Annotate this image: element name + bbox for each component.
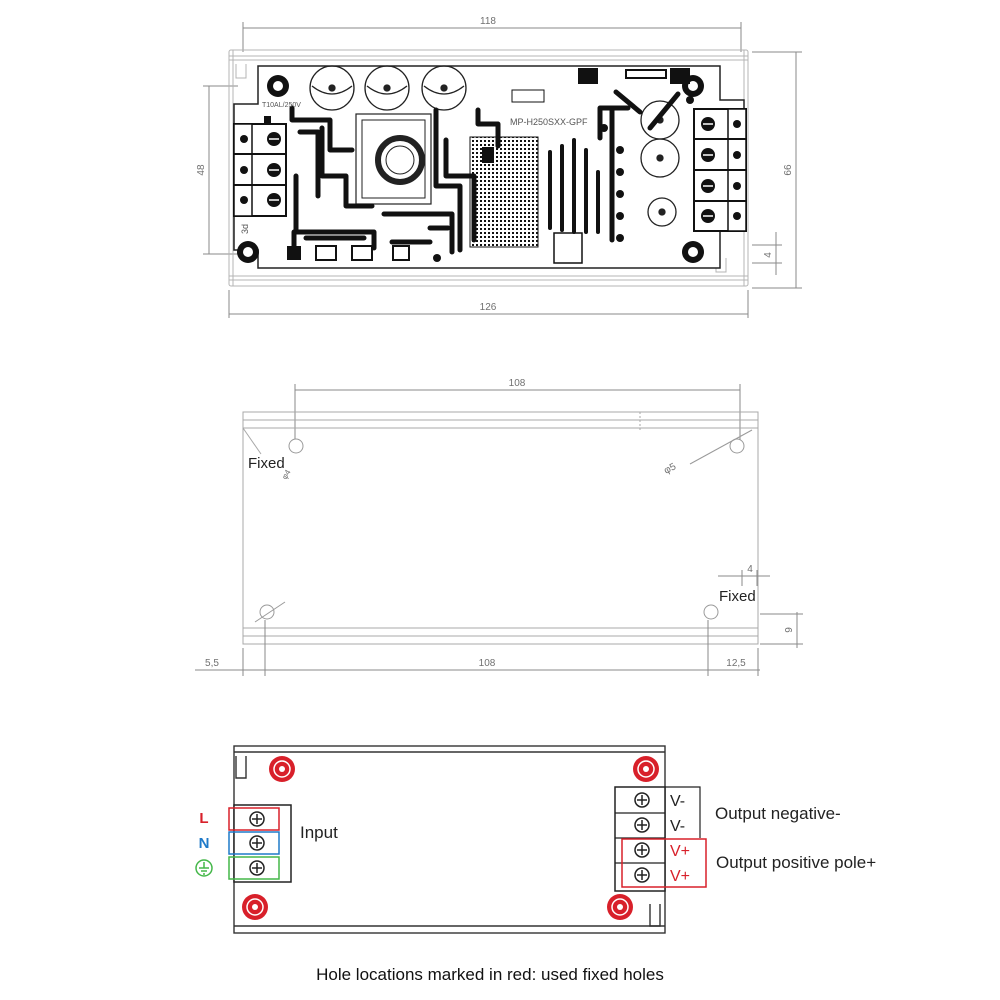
dimension-126-label: 126: [480, 302, 497, 313]
dimension-108-bottom-label: 108: [479, 658, 496, 669]
dimension-9-label: 9: [784, 627, 795, 633]
dimension-12-5-label: 12,5: [726, 658, 746, 669]
dimension-bottom-row: 5,5 108 12,5: [195, 620, 760, 676]
pcb-output-terminal-block: [693, 108, 747, 232]
output-negative-label: Output negative-: [715, 804, 841, 823]
dimension-right-offset: 4: [718, 564, 770, 586]
dimension-48-label: 48: [196, 164, 207, 176]
dimension-4-label: 4: [763, 252, 774, 258]
pcb-fuse-text: T10AL/250V: [262, 102, 301, 109]
hole-diameter-callout: φ5 φ4: [254, 429, 753, 623]
dimension-108-top-label: 108: [509, 378, 526, 389]
neutral-letter: N: [199, 835, 210, 852]
heatsink-fins: [548, 138, 600, 234]
terminal-v-minus-2: V-: [670, 818, 685, 835]
dimension-118-label: 118: [480, 16, 496, 27]
dimension-66-label: 66: [783, 164, 794, 176]
output-positive-label: Output positive pole+: [716, 853, 876, 872]
pcb-corner-text: 3d: [240, 224, 250, 234]
heatsink-mesh: [469, 136, 539, 248]
mounting-plate: [242, 411, 759, 645]
middle-view-mounting: 108 φ5 φ4 Fixed Fixed: [195, 378, 803, 676]
fixed-label-right: Fixed: [719, 588, 756, 605]
terminal-v-plus-1: V+: [670, 843, 690, 860]
left-hole-label: φ4: [280, 468, 293, 481]
dimension-4-offset-label: 4: [747, 564, 753, 575]
pcb-small-components: [264, 68, 694, 264]
dimension-right-height: 66: [752, 51, 802, 289]
input-terminal-block: [228, 804, 292, 883]
terminal-v-plus-2: V+: [670, 868, 690, 885]
pcb-input-terminal-block: [233, 123, 287, 217]
live-letter: L: [199, 810, 208, 827]
terminal-v-minus-1: V-: [670, 793, 685, 810]
enclosure-outline: [233, 745, 666, 934]
dimension-top-span: 108: [294, 378, 741, 440]
top-view-pcb: 118 48 66 4 126: [196, 16, 802, 318]
dimension-bottom-width: 126: [228, 290, 749, 318]
dimension-top-width: 118: [242, 16, 742, 52]
pcb-traces: [289, 89, 681, 259]
hole-diameter-label: φ5: [662, 461, 678, 477]
fixed-label-left: Fixed: [248, 455, 285, 472]
dimension-right-height-9: 9: [760, 612, 803, 648]
pcb-mounting-holes: [237, 75, 704, 263]
output-terminal-block: [614, 786, 707, 892]
pcb-model-text: MP-H250SXX-GPF: [510, 117, 588, 127]
ground-icon: [195, 859, 213, 877]
mounting-holes: [259, 438, 745, 620]
transformer: [355, 113, 432, 205]
dimension-5-5-label: 5,5: [205, 658, 219, 669]
input-label: Input: [300, 823, 338, 842]
dimension-left-height: 48: [196, 85, 238, 255]
bottom-view-wiring: L N Input V: [195, 745, 876, 984]
caption: Hole locations marked in red: used fixed…: [316, 965, 664, 984]
red-mounting-holes: [242, 756, 659, 920]
dimension-right-small: 4: [752, 232, 782, 275]
